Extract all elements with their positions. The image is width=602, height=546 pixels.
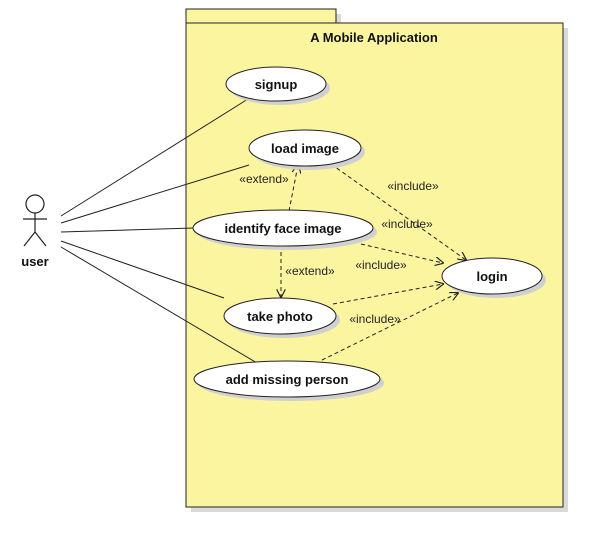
actor-right-leg [34,231,47,247]
actor-user[interactable]: user [21,194,49,269]
usecase-ellipse [441,257,543,295]
extend-label-take-photo: «extend» [285,264,335,278]
actor-left-leg [23,231,36,247]
usecase-label-identify-face: identify face image [224,221,341,236]
usecase-signup[interactable]: signup [225,66,330,105]
package-tab [185,8,337,24]
usecase-ellipse [223,297,337,335]
actor-label: user [21,254,48,269]
association-identify-face [60,227,195,233]
association-take-photo [60,240,225,299]
usecase-label-signup: signup [255,77,298,92]
usecase-ellipse [193,360,381,398]
usecase-ellipse [225,66,327,102]
usecase-load-image[interactable]: load image [248,129,365,170]
usecase-ellipse [192,209,374,247]
include-arrow-take-login [332,284,443,305]
include-label-identify-login-1: «include» [381,217,433,231]
extend-label-load-image: «extend» [239,172,289,186]
association-signup [60,98,249,217]
actor-head [25,194,45,214]
usecase-ellipse [248,129,362,167]
usecase-login[interactable]: login [441,257,546,298]
include-label-add-login: «include» [349,312,401,326]
association-add-missing [60,246,258,364]
include-label-load-login: «include» [387,179,439,193]
usecase-take-photo[interactable]: take photo [223,297,340,338]
include-arrow-identify-login [360,243,443,263]
usecase-label-take-photo: take photo [247,309,313,324]
usecase-label-add-missing: add missing person [226,372,349,387]
usecase-label-load-image: load image [271,141,339,156]
usecase-add-missing-person[interactable]: add missing person [193,360,384,401]
association-load-image [60,164,250,224]
system-title: A Mobile Application [310,30,438,45]
extend-arrow-load-image [288,165,298,212]
include-label-identify-login-2: «include» [355,258,407,272]
usecase-identify-face-image[interactable]: identify face image [192,209,377,250]
usecase-label-login: login [476,269,507,284]
include-arrow-add-login [321,293,458,361]
